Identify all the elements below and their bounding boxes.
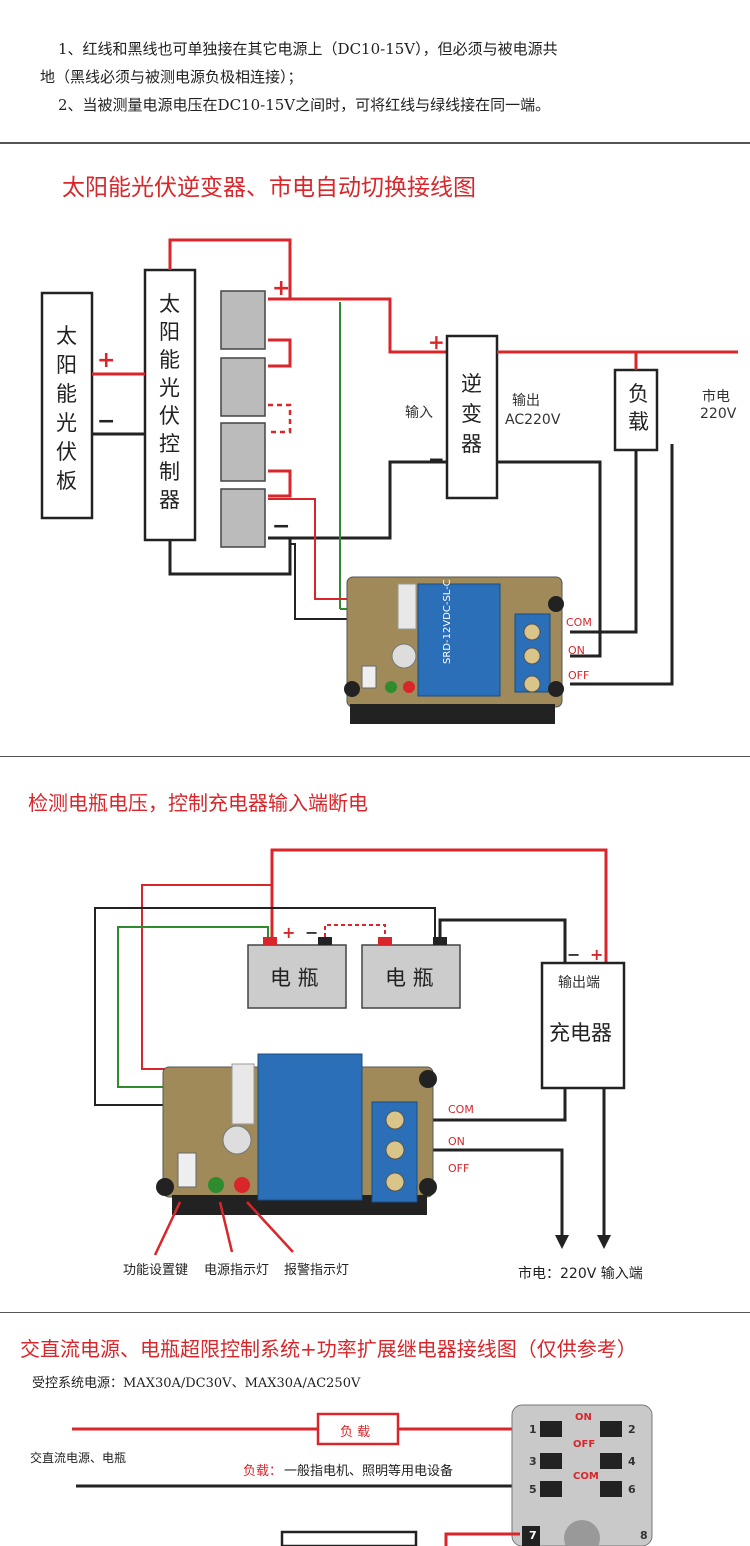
ac-source-label: 交直流电源、电瓶 [30, 1451, 127, 1465]
load-note: 一般指电机、照明等用电设备 [284, 1464, 454, 1479]
function-key [361, 665, 377, 689]
pin-7: 7 [529, 1529, 537, 1542]
off-label: OFF [568, 669, 590, 682]
battery-2-label: 电 瓶 [385, 966, 434, 990]
battery-minus: − [272, 514, 291, 539]
input-label: 输入 [405, 405, 433, 421]
battery-title: 检测电瓶电压，控制充电器输入端断电 [28, 791, 368, 815]
battery-plus: + [272, 276, 291, 301]
charger-box [540, 961, 626, 1090]
power-led-label: 电源指示灯 [204, 1263, 270, 1278]
solar-diagram: SRD-12VDC-SL-C [40, 238, 738, 724]
solar-diagram-panel: 太阳能光伏逆变器、市电自动切换接线图 [0, 143, 750, 757]
on-label: ON [568, 644, 585, 657]
charger-label: 充电器 [549, 1021, 612, 1045]
ac-diagram-panel: 交直流电源、电瓶超限控制系统+功率扩展继电器接线图（仅供参考） 受控系统电源：M… [0, 1313, 750, 1546]
on-label-2: ON [448, 1135, 465, 1148]
potentiometer [391, 643, 417, 669]
expansion-relay [511, 1404, 653, 1546]
battery-1 [247, 944, 347, 1009]
inverter-minus: − [428, 447, 445, 471]
alarm-led [403, 681, 415, 693]
note-line-1: 1、红线和黑线也可单独接在其它电源上（DC10-15V），但必须与被电源共 [58, 40, 558, 58]
power-led-2 [208, 1177, 224, 1193]
terminal-off [523, 675, 541, 693]
function-key-label: 功能设置键 [123, 1263, 189, 1278]
module-base-2 [172, 1195, 427, 1215]
panel-plus: + [97, 348, 116, 373]
panel-minus: − [97, 409, 116, 434]
load-note-prefix: 负载： [243, 1464, 283, 1479]
battery-1-label: 电 瓶 [270, 966, 319, 990]
pin-2: 2 [628, 1423, 636, 1436]
module-connector [397, 583, 417, 630]
relay-model-text: SRD-12VDC-SL-C [442, 579, 453, 664]
ac-title: 交直流电源、电瓶超限控制系统+功率扩展继电器接线图（仅供参考） [20, 1337, 637, 1361]
output-label-1: 输出 [512, 393, 540, 409]
inverter-label: 逆变器 [461, 372, 482, 456]
notes-panel: 1、红线和黑线也可单独接在其它电源上（DC10-15V），但必须与被电源共 地（… [0, 0, 750, 143]
note-line-2: 地（黑线必须与被测电源负极相连接）； [40, 68, 303, 86]
controller-label: 太阳能光伏控制器 [159, 292, 180, 512]
pin-6: 6 [628, 1483, 636, 1496]
module-base [350, 704, 555, 724]
load-box-label: 负 载 [340, 1425, 371, 1440]
pin-8: 8 [640, 1529, 648, 1542]
battery-cell-2 [220, 357, 266, 417]
inverter-box [445, 334, 499, 500]
charger-output-label: 输出端 [558, 975, 600, 991]
terminal-on [523, 647, 541, 665]
com-label: COM [566, 616, 592, 629]
charger-minus: − [567, 945, 581, 964]
relay-block [417, 583, 501, 697]
battery-cell-3 [220, 422, 266, 482]
ac-com-label: COM [573, 1471, 599, 1482]
mains-label-1: 市电 [702, 389, 730, 405]
output-label-2: AC220V [505, 412, 561, 428]
battery-cell-4 [220, 488, 266, 548]
note-line-3: 2、当被测量电源电压在DC10-15V之间时，可将红线与绿线接在同一端。 [58, 96, 551, 114]
pin-3: 3 [529, 1455, 537, 1468]
function-key-2 [177, 1152, 197, 1188]
mains-input-label: 市电：220V 输入端 [518, 1266, 643, 1282]
ac-off-label: OFF [573, 1439, 596, 1450]
battery-cell-1 [220, 290, 266, 350]
solar-panel-label: 太阳能光伏板 [56, 324, 77, 493]
terminal-com [523, 623, 541, 641]
alarm-led-2 [234, 1177, 250, 1193]
com-label-2: COM [448, 1103, 474, 1116]
battery-diagram-panel: 检测电瓶电压，控制充电器输入端断电 [0, 757, 750, 1313]
battery-minus-3: − [305, 923, 319, 942]
inverter-plus: + [428, 330, 445, 354]
solar-title: 太阳能光伏逆变器、市电自动切换接线图 [62, 175, 476, 201]
ac-subtitle: 受控系统电源：MAX30A/DC30V、MAX30A/AC250V [32, 1376, 361, 1391]
relay-block-2 [257, 1053, 363, 1201]
battery-plus-3: + [282, 923, 296, 942]
battery-diagram [94, 848, 626, 1256]
charger-plus: + [590, 945, 604, 964]
load-label: 负载 [628, 382, 649, 434]
load-box-ac [316, 1412, 400, 1446]
off-label-2: OFF [448, 1162, 470, 1175]
module-connector-2 [231, 1063, 255, 1125]
ac-diagram [72, 1404, 653, 1546]
ac-on-label: ON [575, 1412, 592, 1423]
pin-5: 5 [529, 1483, 537, 1496]
pin-1: 1 [529, 1423, 537, 1436]
pin-4: 4 [628, 1455, 636, 1468]
solar-panel-box [40, 291, 94, 520]
alarm-led-label: 报警指示灯 [284, 1263, 350, 1278]
battery-2 [361, 944, 461, 1009]
power-led [385, 681, 397, 693]
mains-label-2: 220V [700, 406, 737, 422]
